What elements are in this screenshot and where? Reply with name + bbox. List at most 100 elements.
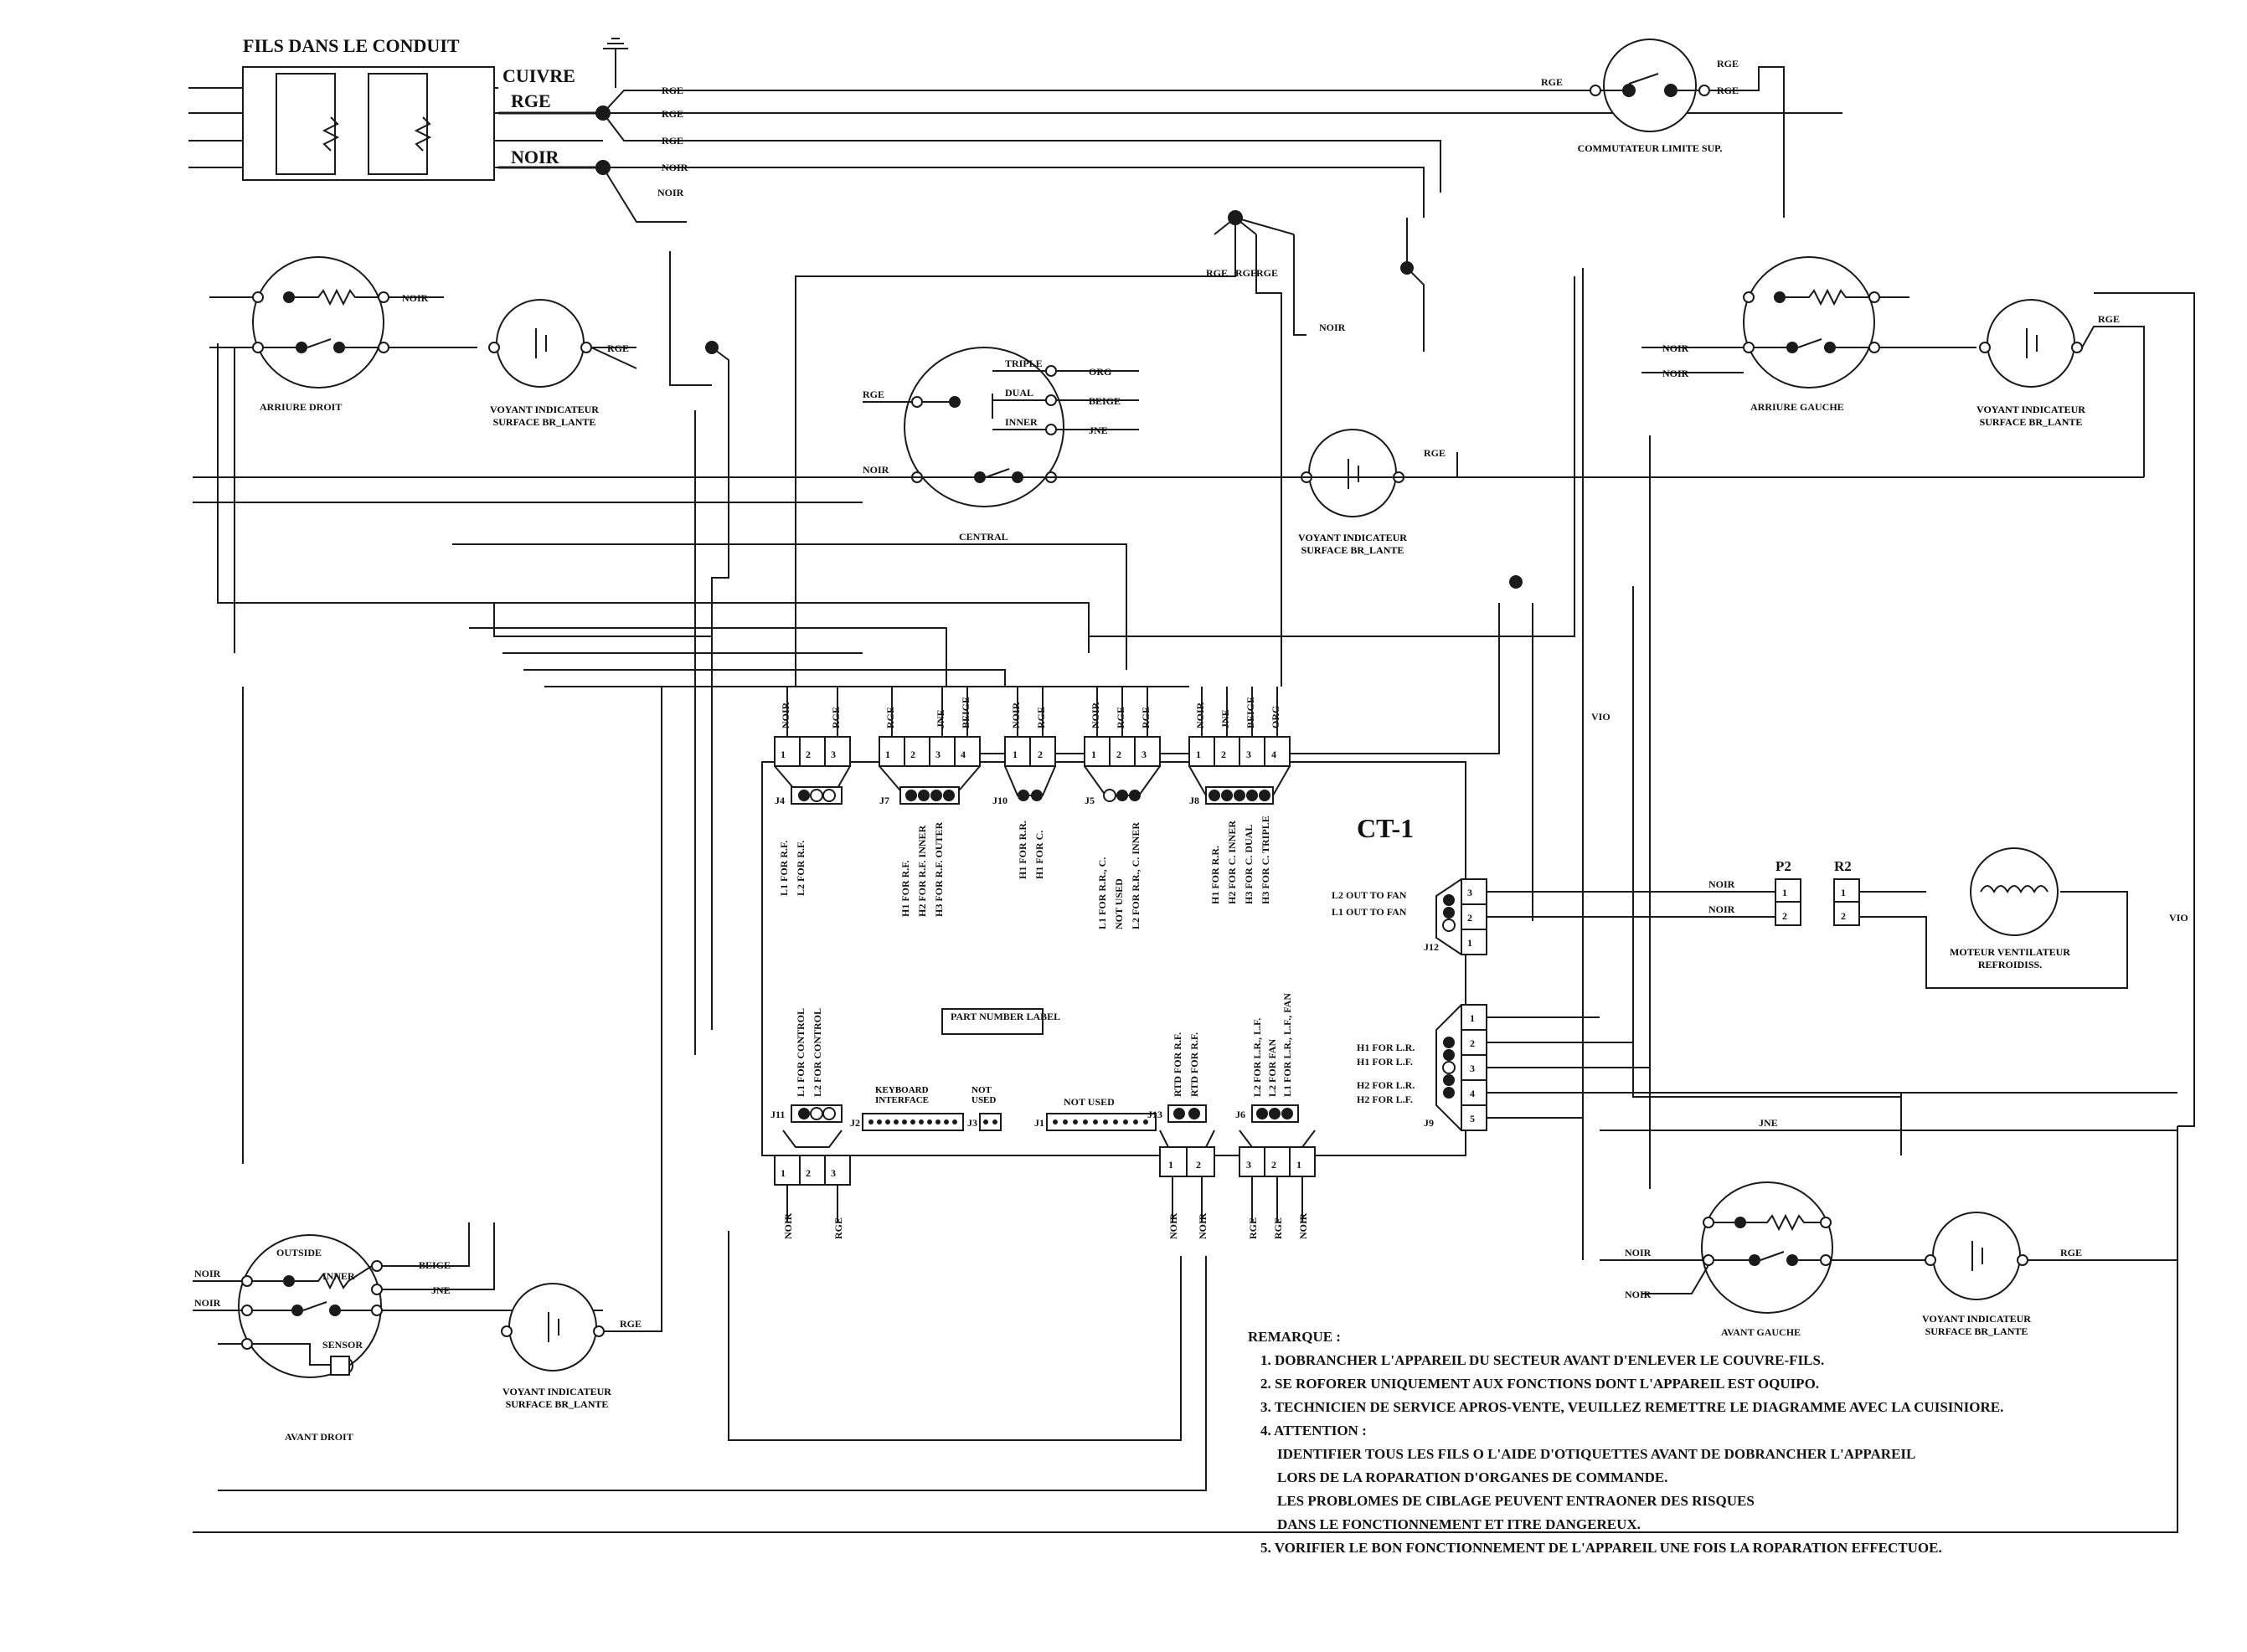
indicator-central-label: VOYANT INDICATEUR SURFACE BR_LANTE (1298, 532, 1407, 556)
wire-label-rge-1: RGE (662, 85, 683, 96)
j8-pin-4: 4 (1271, 749, 1276, 760)
fr-sw-sensor: SENSOR (322, 1339, 363, 1351)
limit-wire-rge-2: RGE (1717, 58, 1739, 69)
j7-pin-3: 3 (935, 749, 941, 760)
j12-pin-3: 3 (1467, 887, 1472, 898)
limit-wire-rge-3: RGE (1717, 85, 1739, 96)
svg-text:RGE: RGE (1140, 707, 1152, 728)
j13-wire-2: NOIR (1197, 1212, 1209, 1239)
indicator-front-left-label: VOYANT INDICATEUR SURFACE BR_LANTE (1922, 1313, 2031, 1337)
wire-label-noir-1: NOIR (662, 162, 688, 173)
j6-id: J6 (1235, 1109, 1245, 1120)
j13-wire-1: NOIR (1167, 1212, 1179, 1239)
c-wire-noir-3: NOIR (1319, 322, 1346, 333)
central-wire-noir: NOIR (863, 464, 889, 476)
rl-wire-noir: NOIR (1662, 342, 1689, 354)
j1-id: J1 (1034, 1117, 1044, 1129)
j2-id: J2 (850, 1117, 860, 1129)
top-wire-labels: NOIR RGE RGE JNE BEIGE NOIR RGE NOIR RGE… (780, 697, 1281, 728)
j9-desc-2: H1 FOR L.F. (1357, 1056, 1413, 1068)
ind-rl-rge: RGE (2098, 313, 2120, 325)
j10-pin-2: 2 (1038, 749, 1043, 760)
indicator-front-right (501, 687, 662, 1372)
j9-id: J9 (1424, 1117, 1434, 1129)
j11-desc-1: L1 FOR CONTROL (795, 1008, 807, 1097)
connector-j8 (1188, 736, 1291, 805)
label-rear-left: ARRIURE GAUCHE (1750, 401, 1844, 413)
fan-motor (1775, 847, 2128, 989)
diagram-title: FILS DANS LE CONDUIT (243, 35, 460, 56)
svg-text:H2 FOR C. INNER: H2 FOR C. INNER (1226, 821, 1238, 904)
svg-text:NOIR: NOIR (1194, 702, 1206, 728)
j7-pin-4: 4 (961, 749, 966, 760)
j9-desc-1: H1 FOR L.R. (1357, 1042, 1415, 1053)
j13-desc-2: RTD FOR R.F. (1188, 1032, 1200, 1097)
fr-wire-noir-2: NOIR (194, 1297, 221, 1309)
j11-wire-rge: RGE (832, 1217, 844, 1239)
svg-text:BEIGE: BEIGE (960, 697, 971, 728)
note-2: 2. SE ROFORER UNIQUEMENT AUX FONCTIONS D… (1260, 1376, 1819, 1392)
central-wire-rge: RGE (863, 389, 884, 400)
j7-pin-2: 2 (910, 749, 915, 760)
connector-j5 (1084, 736, 1161, 802)
r2-pin-1: 1 (1841, 887, 1846, 898)
j4-id: J4 (775, 795, 785, 806)
connector-j1 (1046, 1113, 1157, 1131)
c-wire-rge-3: RGE (1256, 267, 1278, 279)
svg-text:H2 FOR R.F. INNER: H2 FOR R.F. INNER (916, 825, 928, 917)
note-1: 1. DOBRANCHER L'APPAREIL DU SECTEUR AVAN… (1260, 1352, 1824, 1368)
j10-id: J10 (992, 795, 1008, 806)
j6-wire-1: RGE (1247, 1217, 1259, 1239)
svg-text:RGE: RGE (1115, 707, 1126, 728)
supply-l2-label: NOIR (511, 147, 560, 167)
j6-wire-3: NOIR (1297, 1212, 1309, 1239)
connector-descriptions: L1 FOR R.F. L2 FOR R.F. H1 FOR R.F. H2 F… (778, 816, 1271, 929)
j9-pin-5: 5 (1470, 1113, 1475, 1124)
switch-front-left (1600, 1181, 1833, 1314)
j1-desc: NOT USED (1064, 1096, 1115, 1108)
notes: REMARQUE : 1. DOBRANCHER L'APPAREIL DU S… (1248, 1329, 2003, 1556)
wire-jne-bottom: JNE (1759, 1117, 1778, 1129)
wire-label-noir-2: NOIR (657, 187, 684, 198)
ind-fr-rge: RGE (620, 1318, 642, 1330)
top-connector-leads (786, 687, 1278, 737)
connector-j13 (1159, 1104, 1215, 1222)
j9-desc-4: H2 FOR L.F. (1357, 1094, 1413, 1105)
svg-text:H1 FOR R.R.: H1 FOR R.R. (1017, 821, 1028, 879)
switch-central (863, 347, 1139, 507)
connector-j6 (1239, 1104, 1316, 1222)
fr-sw-outside: OUTSIDE (276, 1247, 322, 1258)
central-sw-dual: DUAL (1005, 387, 1033, 399)
j9-pin-1: 1 (1470, 1012, 1475, 1024)
rl-wire-noir-2: NOIR (1662, 368, 1689, 379)
c-wire-rge-2: RGE (1235, 267, 1257, 279)
part-number-text: PART NUMBER LABEL (951, 1011, 1060, 1022)
central-wire-org: ORG (1089, 366, 1111, 378)
switch-rear-right (209, 256, 477, 389)
r2-pin-2: 2 (1841, 910, 1846, 922)
j6-wire-2: RGE (1272, 1217, 1284, 1239)
fr-wire-beige: BEIGE (419, 1259, 451, 1271)
indicator-rear-right (488, 299, 637, 388)
fr-wire-jne: JNE (431, 1284, 451, 1296)
svg-text:L1 FOR R.F.: L1 FOR R.F. (778, 841, 790, 896)
j12-desc-1: L2 OUT TO FAN (1332, 889, 1407, 901)
j11-pin-2: 2 (806, 1167, 811, 1179)
j6-pin-1: 1 (1296, 1159, 1301, 1171)
j6-pin-3: 3 (1246, 1159, 1251, 1171)
j11-pin-3: 3 (831, 1167, 836, 1179)
svg-text:RGE: RGE (884, 707, 896, 728)
connector-j10 (1004, 736, 1056, 801)
limit-switch (1541, 39, 1785, 218)
j12-desc-2: L1 OUT TO FAN (1332, 906, 1407, 918)
indicator-front-left (1831, 1126, 2178, 1300)
routing-wires (193, 210, 2195, 1533)
j6-desc-1: L2 FOR L.R., L.F. (1251, 1018, 1263, 1097)
connector-j7 (879, 736, 981, 805)
j12-pin-2: 2 (1467, 912, 1472, 924)
c-wire-rge-1: RGE (1206, 267, 1228, 279)
j6-desc-3: L1 FOR L.R., L.F., FAN (1281, 993, 1293, 1097)
fl-wire-noir-1: NOIR (1625, 1247, 1652, 1258)
indicator-central (1301, 429, 1458, 517)
